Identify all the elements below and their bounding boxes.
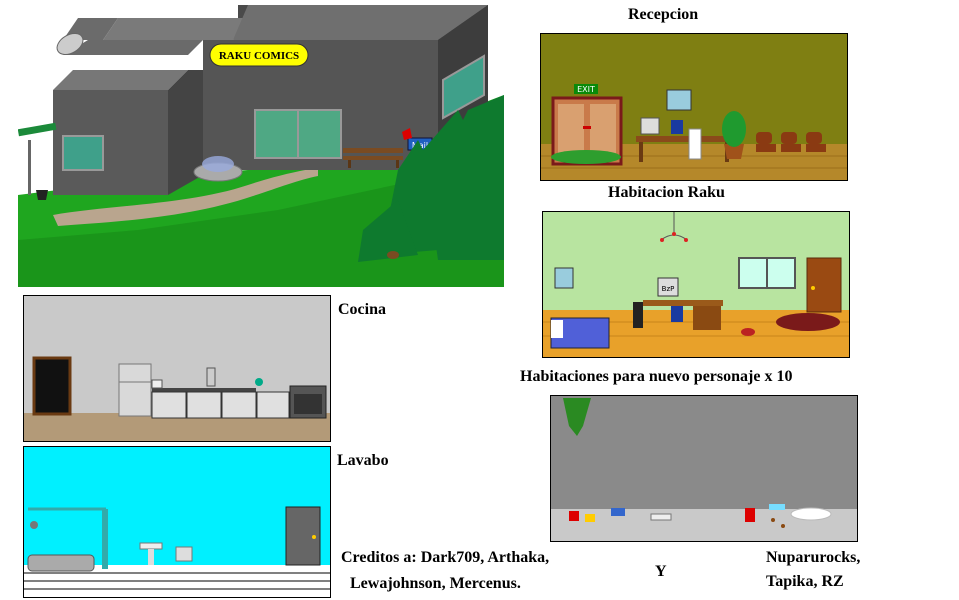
wall-plant-icon: [563, 398, 591, 436]
bathtub-icon: [27, 554, 95, 572]
office-chair-icon: [671, 306, 683, 322]
bathroom-scene: [23, 446, 331, 598]
room-door: [806, 257, 842, 313]
svg-text:BzP: BzP: [662, 285, 675, 293]
computer-monitor-icon: [640, 117, 660, 135]
wall-picture: [666, 89, 692, 111]
kitchen-title: Cocina: [338, 301, 386, 318]
small-animal-icon: [387, 251, 399, 259]
floor-item-icon: [741, 328, 755, 336]
credits-line-1: Creditos a: Dark709, Arthaka,: [341, 549, 550, 566]
new-room-illustration: [551, 396, 857, 541]
toilet-icon: [175, 546, 193, 562]
bathroom-illustration: [24, 447, 330, 597]
shop-sign-text: RAKU COMICS: [219, 50, 299, 62]
trash-can-icon: [36, 190, 48, 200]
window-left: [62, 135, 104, 171]
dark-doorway: [32, 356, 72, 416]
bottle-icon: [255, 378, 263, 386]
new-rooms-scene: [550, 395, 858, 542]
floor-clutter: [569, 504, 832, 528]
pc-tower-icon: [633, 302, 643, 328]
exterior-scene: RAKU COMICS Mail: [18, 0, 504, 287]
rug: [776, 313, 840, 331]
kitchen-counters: [151, 388, 290, 419]
svg-text:EXIT: EXIT: [577, 85, 595, 94]
chair-icon: [671, 120, 683, 134]
waiting-chairs: [756, 132, 826, 152]
exterior-illustration: RAKU COMICS Mail: [18, 0, 504, 287]
wall-picture: [554, 267, 574, 289]
gravel-path: [53, 168, 318, 226]
credits-conjunction: Y: [655, 563, 667, 580]
reception-desk: [636, 136, 731, 142]
credits-right-line-2: Tapika, RZ: [766, 573, 844, 590]
potted-plant-icon: [724, 144, 744, 159]
credits-right-line-1: Nuparurocks,: [766, 549, 861, 566]
new-rooms-title: Habitaciones para nuevo personaje x 10: [520, 368, 793, 385]
computer-desk: [643, 300, 723, 306]
reception-illustration: EXIT: [541, 34, 847, 180]
raku-room-title: Habitacion Raku: [608, 184, 725, 201]
sink-icon: [139, 542, 163, 550]
satellite-dish-icon: [56, 33, 84, 55]
bathroom-title: Lavabo: [337, 452, 389, 469]
shower-head-icon: [30, 521, 38, 529]
reception-title: Recepcion: [628, 6, 699, 23]
reception-scene: EXIT: [540, 33, 848, 181]
blender-icon: [206, 367, 216, 387]
pine-trees: [358, 95, 504, 262]
bench-icon: [343, 148, 403, 153]
fridge-icon: [118, 363, 152, 417]
raku-room-illustration: BzP: [543, 212, 849, 357]
mug-icon: [151, 379, 163, 389]
credits-line-2: Lewajohnson, Mercenus.: [350, 575, 521, 592]
shop-sign: [209, 43, 309, 67]
exit-sign: [574, 84, 598, 94]
kitchen-scene: [23, 295, 331, 442]
street-sign-icon: [28, 140, 31, 195]
computer-monitor-icon: [657, 277, 679, 297]
doormat: [551, 150, 621, 164]
paper-roll-icon: [688, 128, 702, 160]
kitchen-illustration: [24, 296, 330, 441]
raku-room-scene: BzP: [542, 211, 850, 358]
